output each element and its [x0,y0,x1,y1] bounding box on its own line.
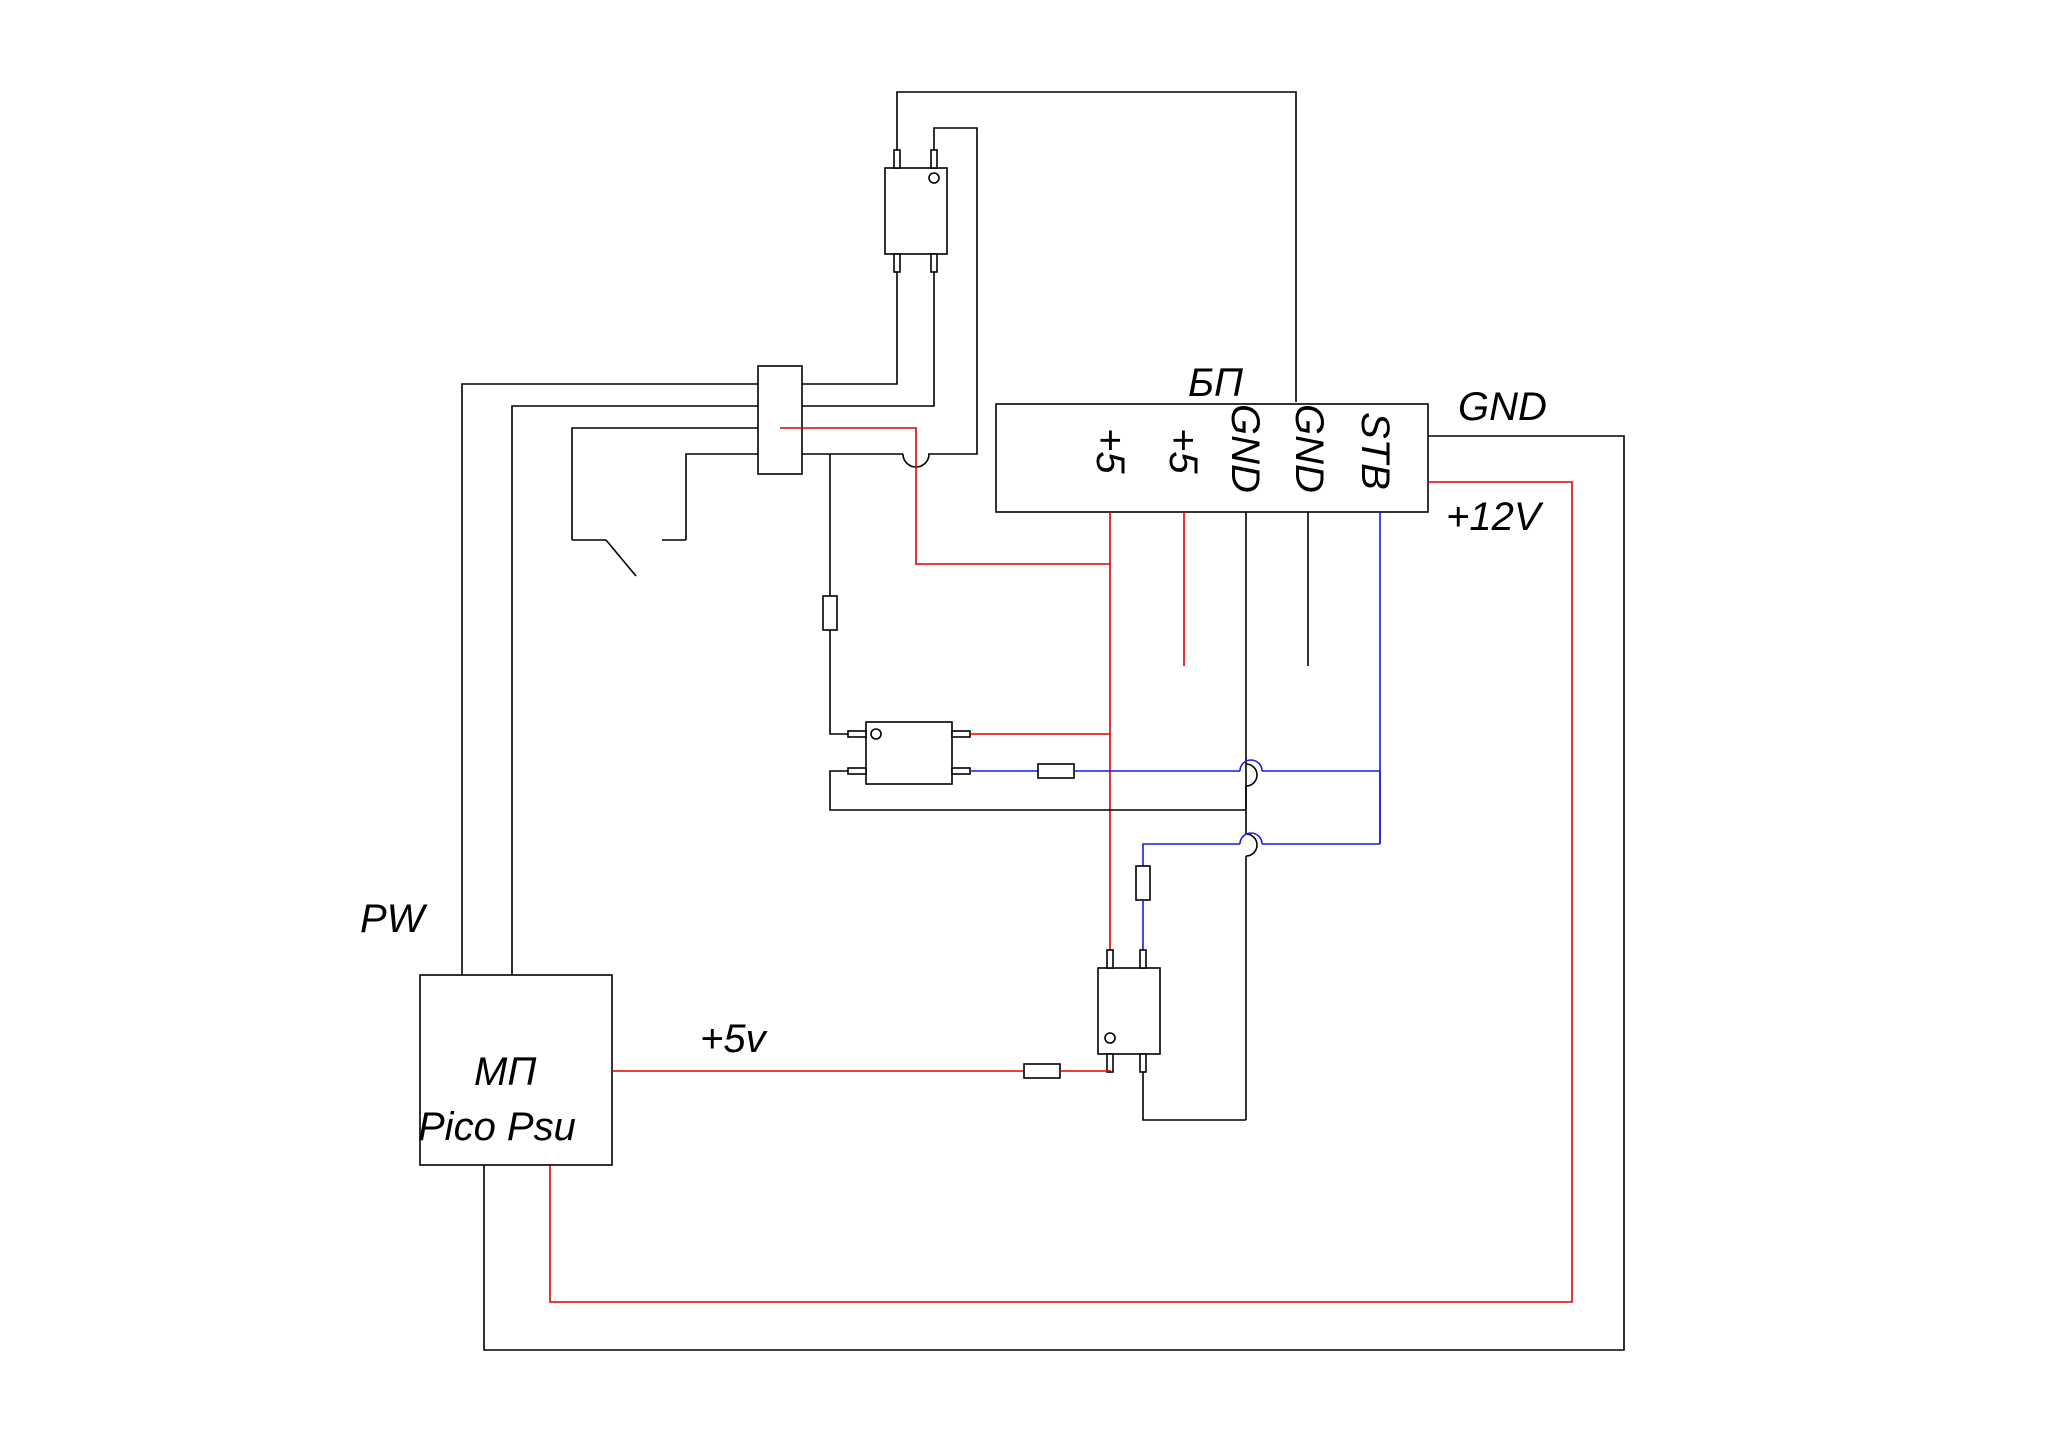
relay-bottom-marker [1104,1032,1116,1044]
relay-top-marker [928,172,940,184]
v5-line: +5v [612,1017,1110,1079]
relay-top-wires [461,91,1297,975]
psu-connector: БП +5 +5 GND GND STB [995,361,1429,513]
gnd-out-label: GND [1458,385,1547,429]
psu-pin-5v-b: +5 [1161,428,1205,474]
resistor-stb [1135,865,1151,901]
relay-middle-body [865,721,953,785]
relay-middle [847,721,971,785]
relay-bottom [1097,949,1161,1073]
motherboard-block: МП Pico Psu PW [360,897,613,1166]
pw-label: PW [360,897,428,941]
psu-pin-gnd-a: GND [1223,404,1267,493]
relay-bottom-wires [1109,1070,1246,1121]
psu-title: БП [1188,361,1244,405]
v5-label: +5v [700,1017,768,1061]
psu-pin-stb: STB [1353,412,1397,490]
resistor-blue [1037,763,1075,779]
psu-outputs: GND +12V [483,385,1625,1351]
v12-out-label: +12V [1446,495,1544,539]
connector-block [757,365,803,475]
motherboard-body [419,974,613,1166]
stb-wire-lower [1135,771,1381,950]
psu-pin-5v-a: +5 [1088,428,1132,474]
resistor-left [822,595,838,631]
gnd-bus [1245,786,1258,1120]
mb-label-line1: МП [474,1050,537,1094]
relay-middle-marker [870,728,882,740]
psu-pin-gnd-b: GND [1287,404,1331,493]
mb-label-line2: Pico Psu [418,1105,576,1149]
relay-middle-wires [829,733,1380,811]
psu-body [995,403,1429,513]
connector-wires [571,427,1110,596]
relay-bottom-body [1097,967,1161,1055]
resistor-5v [1023,1063,1061,1079]
relay-top [884,149,948,273]
